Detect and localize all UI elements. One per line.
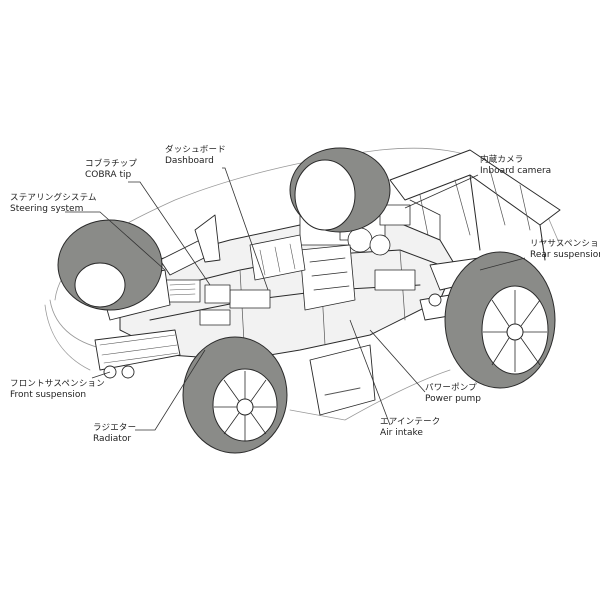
rear-wing: [389, 149, 561, 261]
label-front-suspension: フロントサスペンション Front suspension: [10, 379, 105, 400]
leader-air-intake: [349, 319, 391, 426]
label-rear-suspension: リヤサスペンション Rear suspension: [530, 239, 600, 260]
rear-suspension-en: Rear suspension: [530, 249, 600, 260]
leader-radiator: [135, 349, 206, 431]
inboard-camera-jp: 内蔵カメラ: [480, 155, 524, 165]
front-suspension-jp: フロントサスペンション: [10, 379, 105, 389]
steering-system-en: Steering system: [10, 203, 84, 214]
body-shell-lower: [44, 304, 451, 421]
inboard-camera-en: Inboard camera: [480, 165, 552, 176]
label-steering-system: ステアリングシステム Steering system: [10, 193, 97, 214]
air-intake-jp: エアインテーク: [380, 417, 441, 427]
leader-dashboard: [222, 167, 269, 291]
leader-front-suspension: [91, 371, 111, 379]
front-right-tire: [182, 336, 288, 454]
air-intake-en: Air intake: [380, 427, 423, 438]
dashboard-en: Dashboard: [165, 155, 214, 166]
label-air-intake: エアインテーク Air intake: [380, 417, 441, 438]
front-left-tire: [57, 219, 163, 311]
radiator-jp: ラジエター: [93, 423, 137, 433]
label-inboard-camera: 内蔵カメラ Inboard camera: [480, 155, 552, 176]
label-cobra-tip: コブラチップ COBRA tip: [85, 159, 138, 180]
air-intake-box: [309, 344, 376, 416]
rear-right-tire: [444, 251, 556, 389]
rear-suspension-jp: リヤサスペンション: [530, 239, 600, 249]
power-pump-jp: パワーポンプ: [425, 383, 477, 393]
leader-steering: [65, 211, 166, 271]
power-pump-en: Power pump: [425, 393, 481, 404]
front-suspension-en: Front suspension: [10, 389, 87, 400]
steering-system-jp: ステアリングシステム: [10, 193, 97, 203]
label-radiator: ラジエター Radiator: [93, 423, 137, 444]
dashboard-jp: ダッシュボード: [165, 145, 226, 155]
leader-cobra-tip: [128, 181, 211, 286]
rear-left-tire: [289, 147, 391, 233]
label-power-pump: パワーポンプ Power pump: [425, 383, 481, 404]
radiator-en: Radiator: [93, 433, 132, 444]
leader-power-pump: [369, 329, 426, 393]
leader-inboard-camera: [404, 174, 479, 209]
leader-rear-suspension: [479, 257, 526, 271]
cobra-tip-en: COBRA tip: [85, 169, 132, 180]
label-dashboard: ダッシュボード Dashboard: [165, 145, 226, 166]
cobra-tip-jp: コブラチップ: [85, 159, 138, 169]
